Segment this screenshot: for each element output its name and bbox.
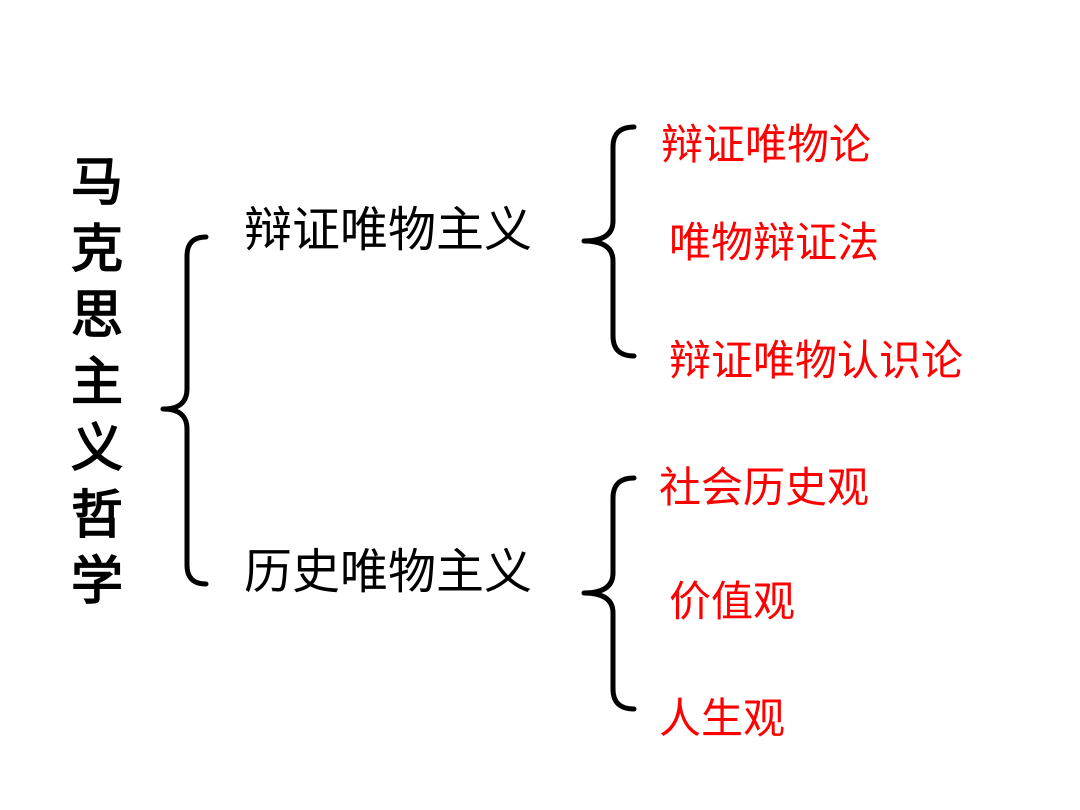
- branch-label-historical-materialism: 历史唯物主义: [244, 544, 533, 600]
- branch-1-brace: [581, 124, 637, 359]
- root-char: 学: [70, 551, 123, 612]
- root-char: 主: [70, 351, 123, 413]
- leaf-node: 人生观: [659, 694, 786, 743]
- root-brace: [160, 234, 209, 587]
- root-char: 马: [70, 152, 123, 213]
- leaf-node: 辩证唯物论: [661, 120, 872, 169]
- root-char: 哲: [70, 484, 123, 546]
- root-char: 义: [70, 418, 123, 479]
- leaf-node: 唯物辩证法: [669, 218, 880, 267]
- root-char: 克: [70, 218, 123, 280]
- branch-2-brace: [581, 475, 637, 712]
- leaf-node: 价值观: [669, 577, 796, 626]
- leaf-node: 辩证唯物认识论: [669, 336, 964, 385]
- leaf-node: 社会历史观: [659, 463, 870, 512]
- branch-label-dialectical-materialism: 辩证唯物主义: [244, 202, 533, 258]
- root-title: 马 克 思 主 义 哲 学: [62, 150, 132, 616]
- root-char: 思: [70, 285, 123, 346]
